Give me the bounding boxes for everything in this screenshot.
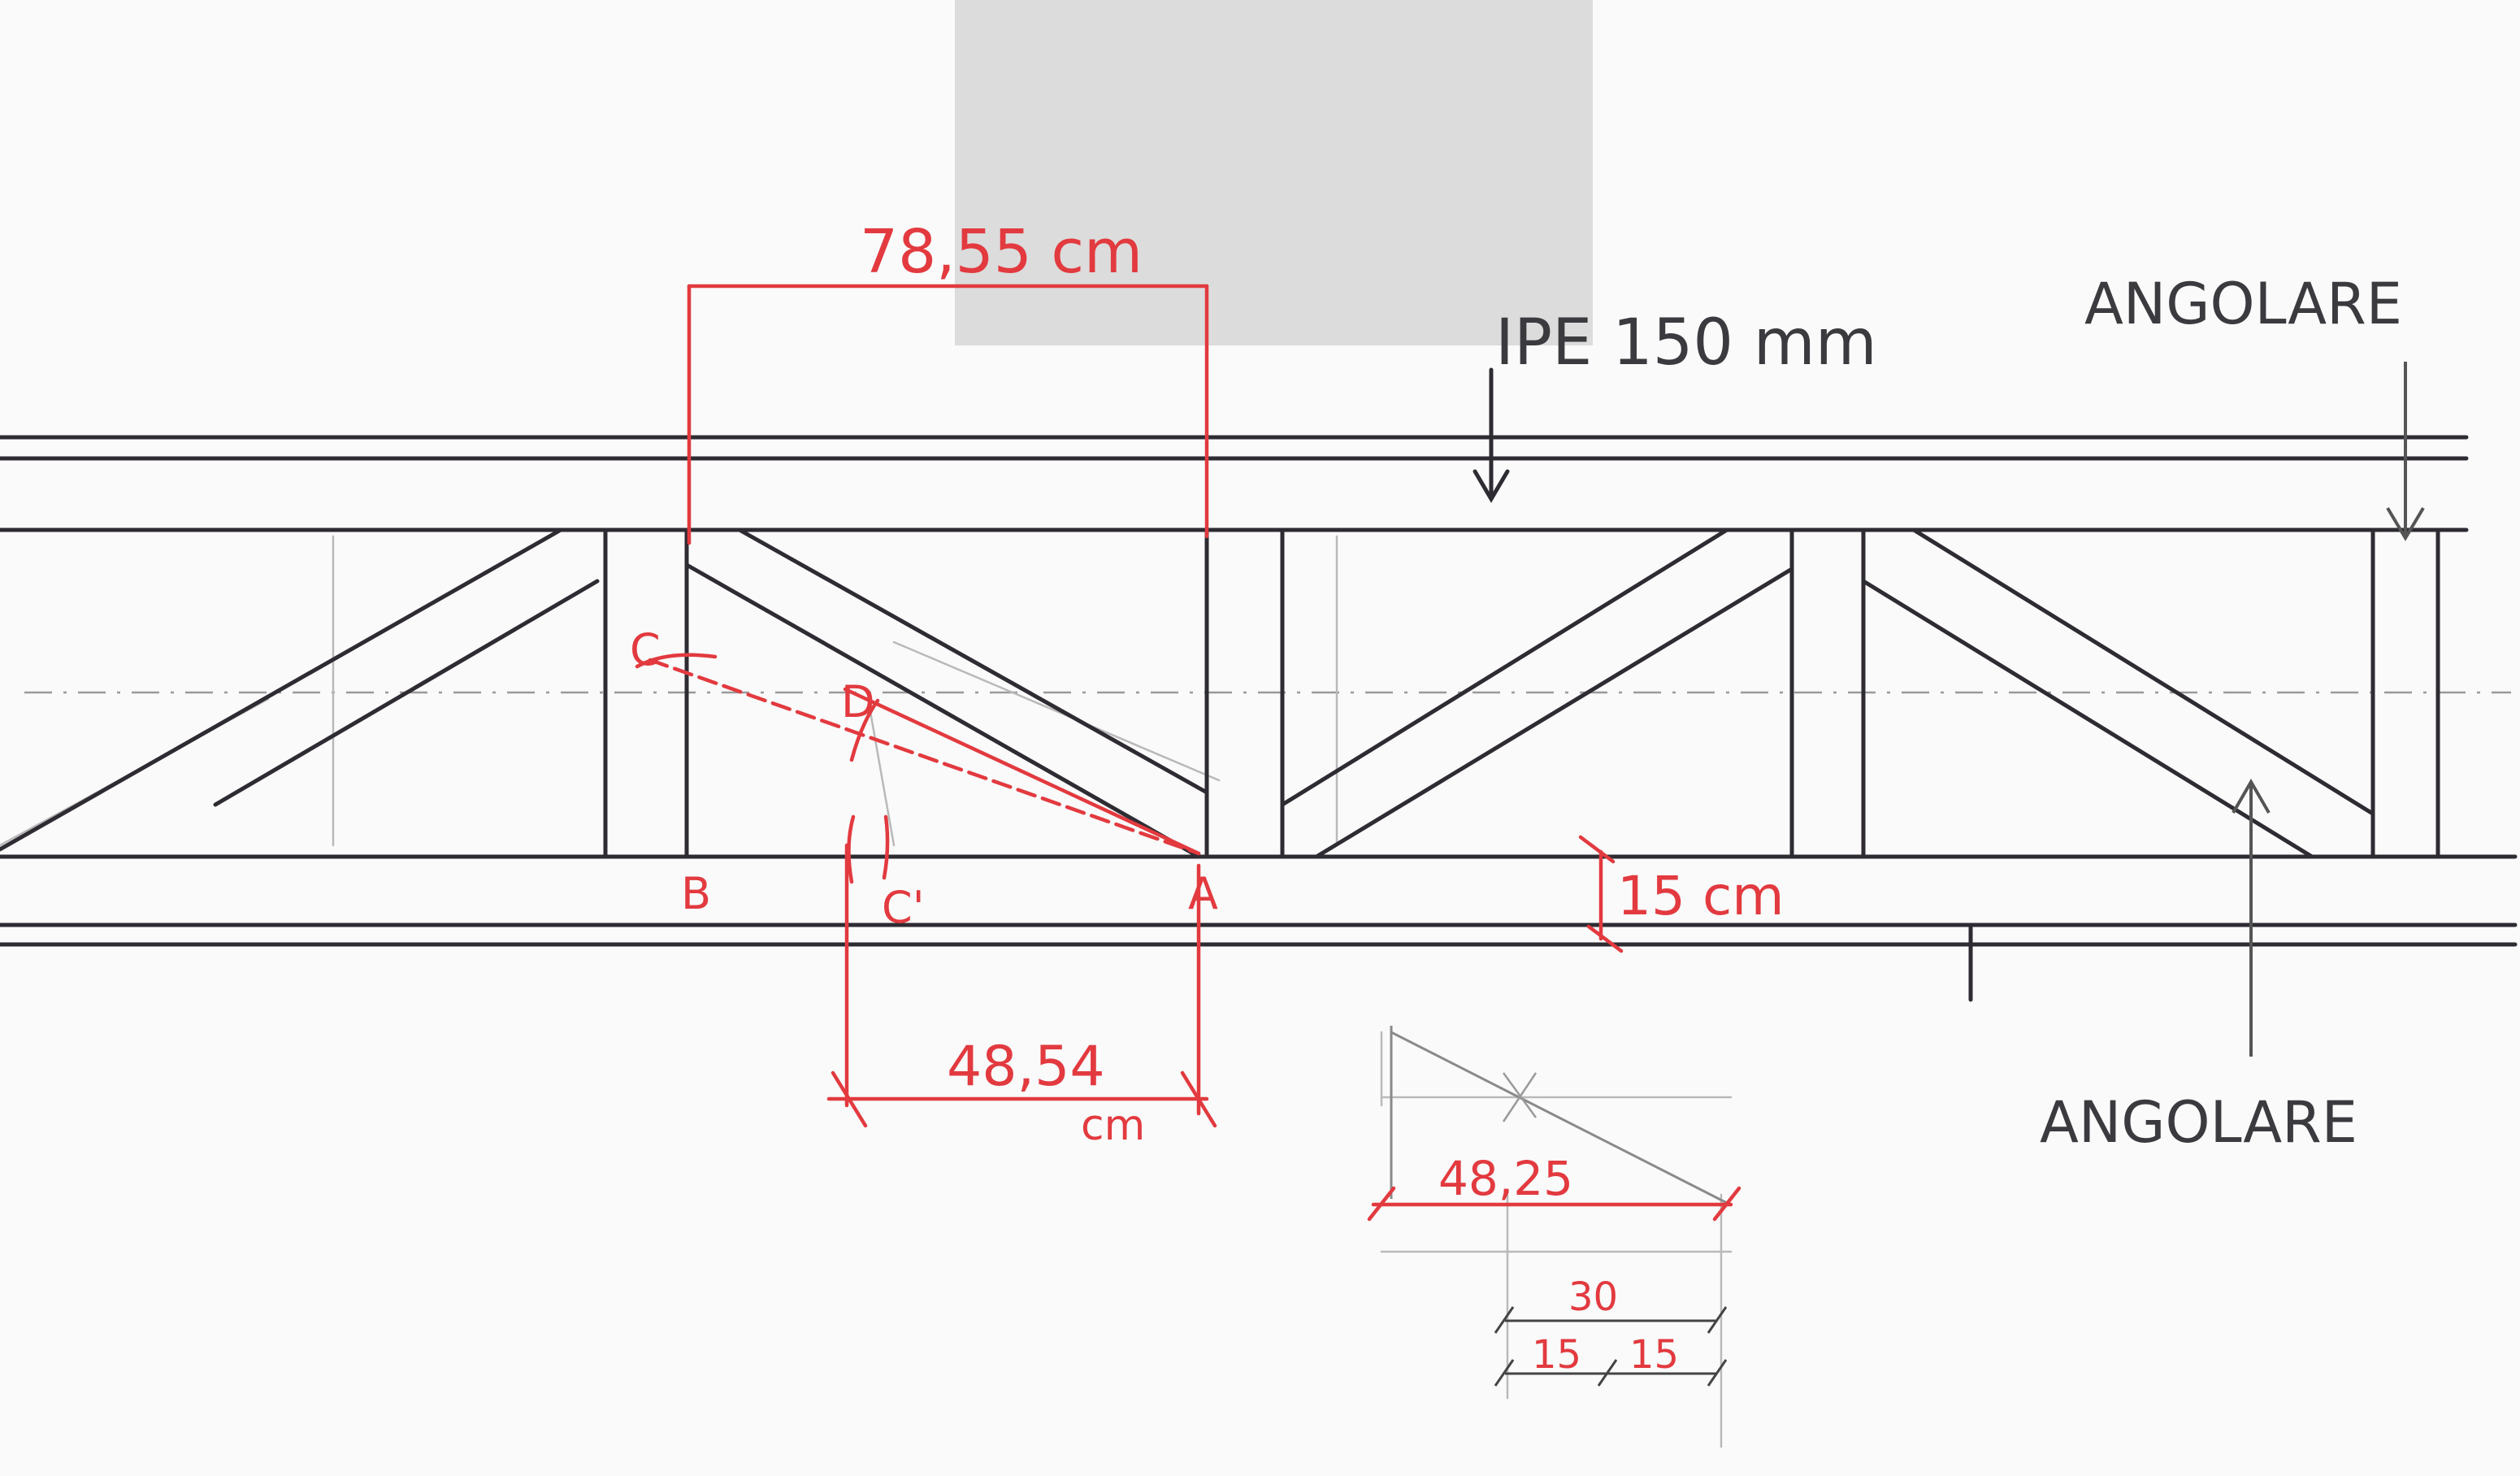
photo-patch <box>955 0 1593 345</box>
angle-bottom-arrow <box>2232 779 2271 1057</box>
top-dimension-label: 78,55 cm <box>860 217 1143 287</box>
top-chord <box>0 435 2469 532</box>
angle-bottom-label: ANGOLARE <box>2040 1089 2357 1156</box>
sketch-total-label: 30 <box>1568 1274 1618 1320</box>
point-a-label: A <box>1188 868 1218 919</box>
vertical-members <box>603 527 2440 859</box>
point-c-label: C <box>630 624 661 675</box>
sketch-half-right-label: 15 <box>1629 1332 1679 1378</box>
point-c-prime-label: C' <box>882 882 925 933</box>
point-d-label: D <box>841 676 875 727</box>
beam-label: IPE 150 mm <box>1495 306 1877 380</box>
bottom-chord <box>0 854 2518 947</box>
red-construction <box>635 653 1201 884</box>
sketch-width-label: 48,25 <box>1438 1151 1573 1206</box>
chord-height-label: 15 cm <box>1617 865 1785 927</box>
small-sketch-dimension <box>1367 1186 1741 1222</box>
angle-top-arrow <box>2386 362 2425 541</box>
sketch-half-left-label: 15 <box>1532 1332 1581 1378</box>
pencil-construction-lines <box>0 535 1733 1448</box>
beam-arrow <box>1473 367 1510 503</box>
chord-height-dimension <box>1578 835 1624 953</box>
angle-top-label: ANGOLARE <box>2084 271 2402 337</box>
diagonal-members <box>0 527 2374 859</box>
point-b-label: B <box>681 868 711 919</box>
small-sketch-triangle <box>1390 1026 1728 1205</box>
top-dimension-bracket <box>687 284 1209 545</box>
bottom-dimension-label: 48,54 <box>947 1035 1105 1099</box>
bottom-dimension-unit: cm <box>1081 1101 1145 1150</box>
sketch-subdimensions <box>1494 1306 1728 1387</box>
bottom-dimension-bracket <box>826 843 1217 1128</box>
